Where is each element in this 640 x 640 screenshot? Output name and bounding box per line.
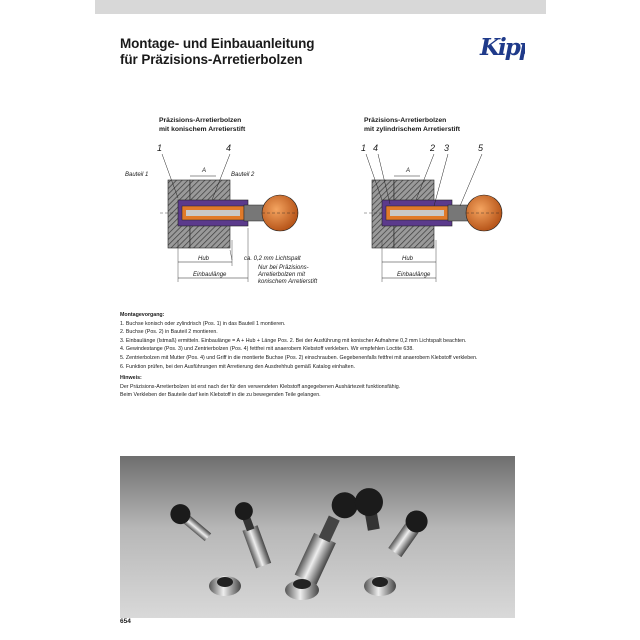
step-1: 1. Buchse konisch oder zylindrisch (Pos.…: [120, 320, 286, 327]
instructions-heading: Montagevorgang:: [120, 312, 165, 318]
step-5: 5. Zentrierbolzen mit Mutter (Pos. 4) un…: [120, 354, 478, 361]
note-1: Der Präzisions-Arretierbolzen ist erst n…: [120, 383, 401, 390]
diagram-right-title: Präzisions-Arretierbolzen mit zylindrisc…: [364, 117, 461, 133]
kipp-logo: Kipp: [479, 34, 525, 61]
label-einbaulaenge-left: Einbaulänge: [193, 272, 227, 278]
label-bauteil-2: Bauteil 2: [231, 172, 255, 178]
label-hub-right: Hub: [402, 256, 414, 262]
label-bauteil-1: Bauteil 1: [125, 172, 149, 178]
note-2: Beim Verkleben der Bauteile darf kein Kl…: [120, 392, 321, 399]
instructions-block: Montagevorgang: 1. Buchse konisch oder z…: [120, 311, 520, 400]
page-number: 654: [120, 618, 131, 625]
step-3: 3. Einbaulänge (Istmaß) ermitteln. Einba…: [120, 337, 467, 344]
assembly-drawings: [160, 153, 503, 282]
product-photo: [120, 456, 515, 618]
label-a-left: A: [202, 168, 207, 174]
top-bar: [95, 0, 546, 14]
step-6: 6. Funktion prüfen, bei den Ausführungen…: [120, 363, 355, 370]
label-lichtspalt: ca. 0,2 mm Lichtspalt: [244, 256, 301, 262]
label-a-right: A: [406, 168, 411, 174]
title-line-2: für Präzisions-Arretierbolzen: [120, 52, 303, 67]
label-einbaulaenge-right: Einbaulänge: [397, 272, 431, 278]
page-title: Montage- und Einbauanleitung für Präzisi…: [120, 36, 315, 68]
callout-1-left: 1: [157, 143, 163, 153]
svg-text:Kipp: Kipp: [479, 34, 525, 61]
label-hub-left: Hub: [198, 256, 210, 262]
drawing-conical: [160, 153, 299, 282]
callout-1-right: 1: [361, 143, 367, 153]
diagram-left-title: Präzisions-Arretierbolzen mit konischem …: [159, 117, 246, 133]
callout-2-right: 2: [430, 143, 436, 153]
step-4: 4. Gewindestange (Pos. 3) und Zentrierbo…: [120, 346, 414, 353]
product-photo-illustration: [170, 488, 428, 600]
note-heading: Hinweis:: [120, 375, 142, 382]
callout-3-right: 3: [444, 143, 450, 153]
step-2: 2. Buchse (Pos. 2) in Bauteil 2 montiere…: [120, 329, 218, 336]
title-line-1: Montage- und Einbauanleitung: [120, 36, 315, 51]
drawing-cylindrical: [364, 153, 503, 282]
callout-4-left: 4: [226, 143, 232, 153]
callout-4-right: 4: [373, 143, 379, 153]
note-conical: Nur bei Präzisions- Arretierbolzen mit k…: [258, 265, 318, 285]
callout-5-right: 5: [478, 143, 484, 153]
